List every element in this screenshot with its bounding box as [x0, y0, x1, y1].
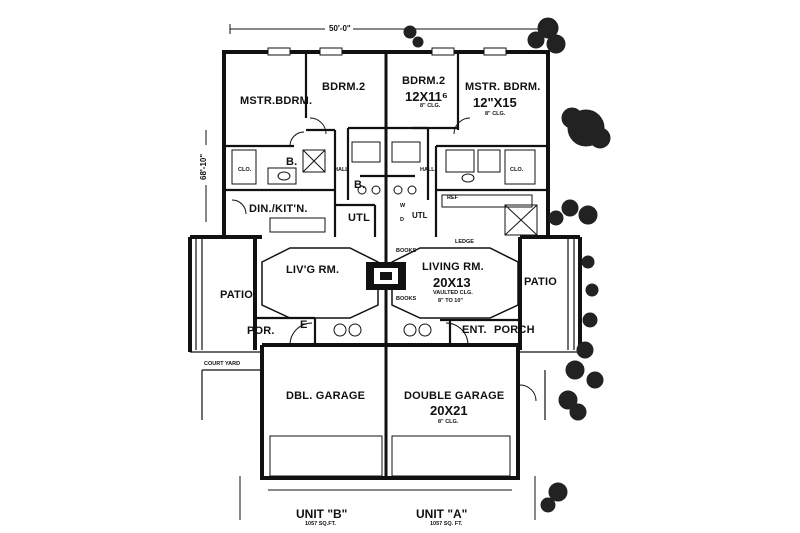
unit-b-title: UNIT "B" [296, 507, 348, 521]
unit-b-court-yard-label: COURT YARD [204, 361, 241, 367]
unit-a-closet-label: CLO. [510, 167, 524, 173]
unit-b-master-bedroom-label: MSTR.BDRM. [240, 95, 313, 107]
kitchen-fixtures [269, 194, 538, 236]
unit-a-hall-label: HALL [420, 167, 435, 173]
unit-a-area: 1057 SQ. FT. [430, 521, 463, 527]
unit-a-master-ceiling: 8" CLG. [485, 111, 506, 117]
unit-b-garage-label: DBL. GARAGE [286, 390, 366, 402]
door-swings [231, 117, 537, 402]
unit-a-garage-ceiling: 8" CLG. [438, 419, 459, 425]
unit-a-living-dimension: 20X13 [433, 275, 471, 290]
unit-a-living-label: LIVING RM. [422, 261, 484, 273]
unit-b-living-label: LIV'G RM. [286, 264, 340, 276]
unit-a-porch-label: PORCH [494, 324, 535, 336]
unit-a-patio-label: PATIO [524, 276, 557, 288]
unit-b-porch-label: POR. [247, 325, 275, 337]
unit-b-bedroom2-label: BDRM.2 [322, 81, 366, 93]
overall-width-label: 50'-0" [329, 24, 351, 33]
top-windows [267, 47, 507, 56]
unit-a-living-ceiling-range: 8" TO 10" [438, 298, 463, 304]
unit-a-garage-label: DOUBLE GARAGE [404, 390, 505, 402]
unit-a-title: UNIT "A" [416, 507, 468, 521]
unit-b-bath2-label: B. [354, 179, 366, 191]
unit-a-garage-dimension: 20X21 [430, 403, 468, 418]
unit-a-washer-label: W [400, 203, 406, 209]
unit-b-bath-label: B. [286, 156, 298, 168]
unit-a-ledge-label: LEDGE [455, 239, 474, 245]
unit-b-patio-label: PATIO [220, 289, 253, 301]
unit-a-bedroom2-label: BDRM.2 [402, 75, 446, 87]
unit-a-master-bedroom-dimension: 12"X15 [473, 95, 517, 110]
fireplace [366, 262, 406, 290]
bath-fixtures [231, 141, 536, 195]
unit-a-entry-label: ENT. [462, 324, 487, 336]
patio-fences [190, 237, 580, 420]
unit-a-bedroom2-ceiling: 8" CLG. [420, 103, 441, 109]
entry-fixtures [289, 322, 469, 346]
interior-walls [224, 52, 548, 345]
unit-a-utility-label: UTL [412, 211, 428, 220]
garage-doors [239, 435, 536, 520]
unit-a-master-bedroom-label: MSTR. BDRM. [465, 81, 541, 93]
unit-a-ref-label: REF [447, 195, 458, 201]
unit-b-area: 1057 SQ.FT. [305, 521, 336, 527]
unit-a-books-bottom-label: BOOKS [396, 296, 417, 302]
unit-a-living-ceiling: VAULTED CLG. [433, 290, 473, 296]
unit-b-dining-kitchen-label: DIN./KIT'N. [249, 203, 308, 215]
unit-a-dryer-label: D [400, 217, 404, 223]
unit-b-entry-label: E [300, 319, 308, 331]
unit-b-closet-label: CLO. [238, 167, 252, 173]
unit-a-books-top-label: BOOKS [396, 248, 417, 254]
living-rooms [261, 247, 519, 319]
unit-a-bedroom2-dimension: 12X11⁶ [405, 89, 448, 104]
overall-depth-label: 68'-10" [199, 153, 208, 180]
unit-b-hall-label: HALL [334, 167, 349, 173]
landscape-trees [403, 17, 611, 513]
unit-b-utility-label: UTL [348, 212, 370, 224]
